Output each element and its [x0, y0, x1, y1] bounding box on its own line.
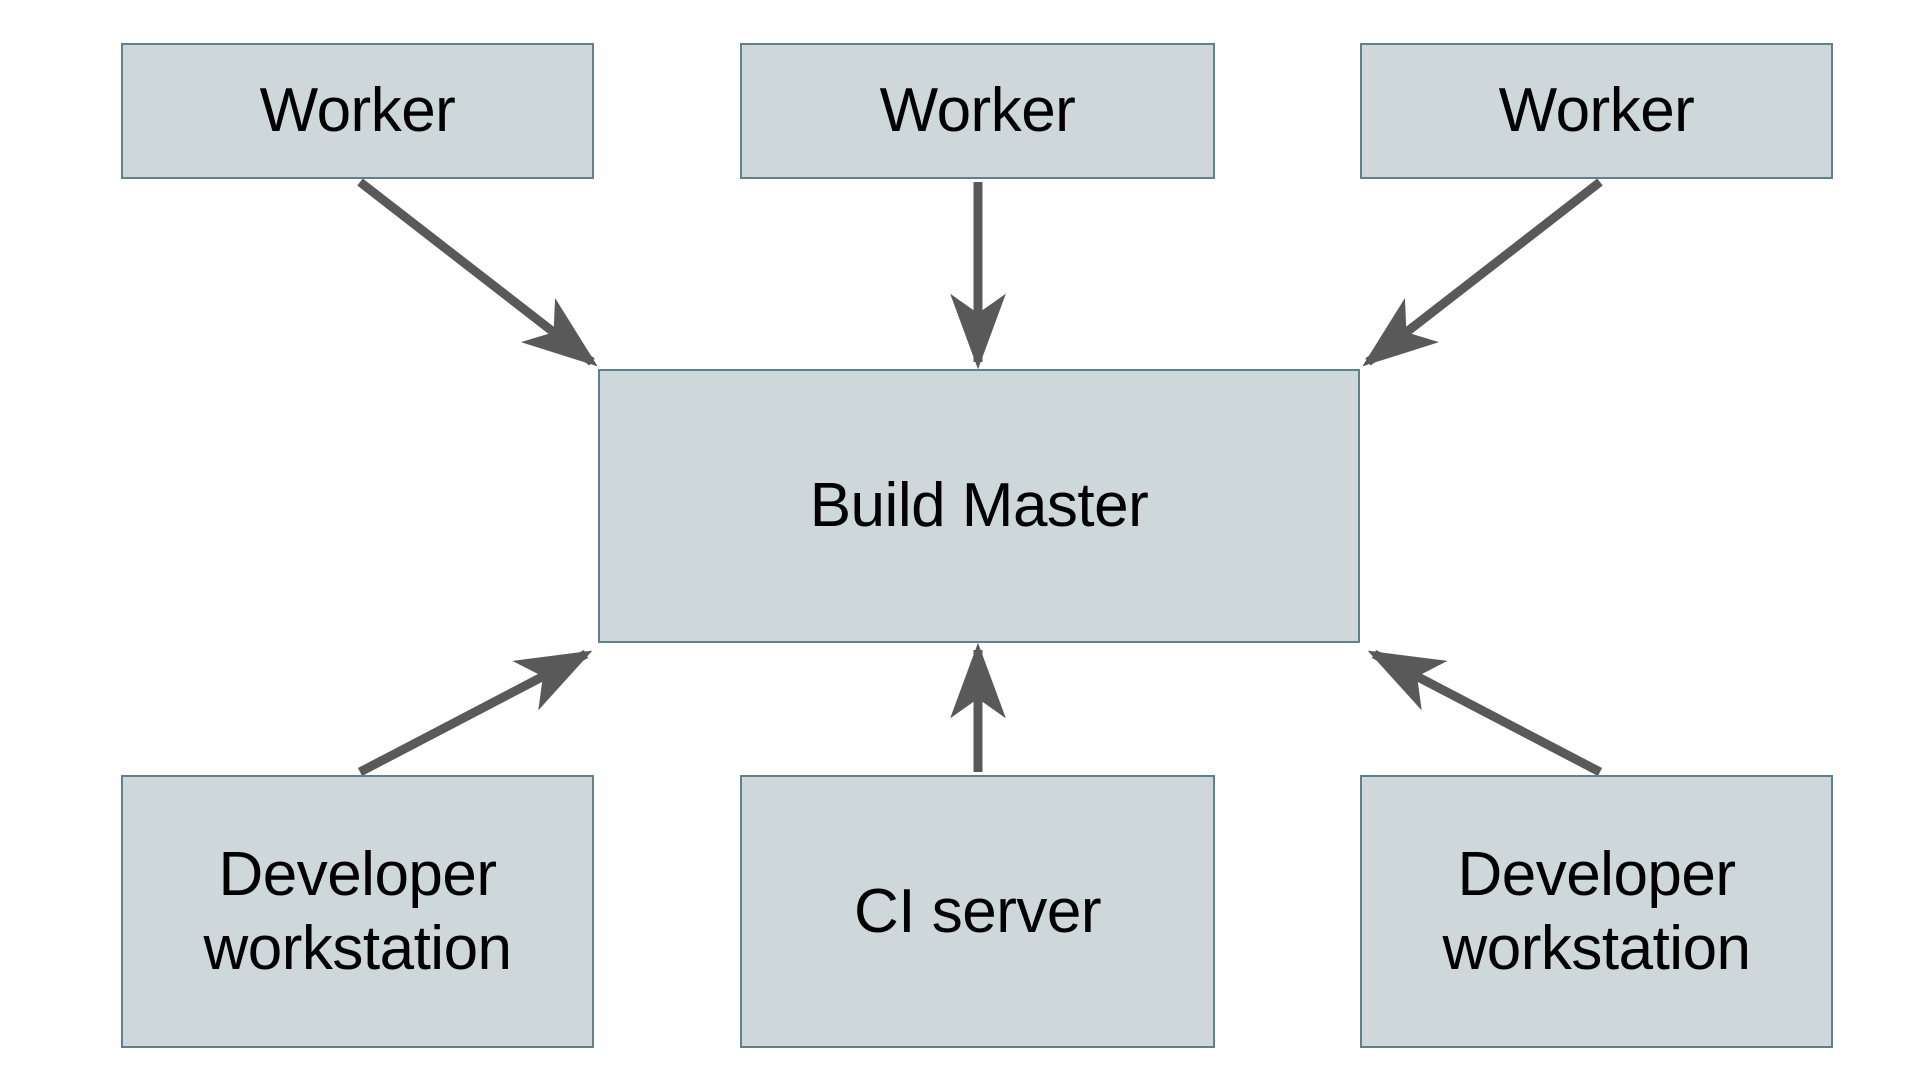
- node-worker-2[interactable]: Worker: [740, 43, 1215, 179]
- edge-worker-3-to-build-master: [1362, 178, 1603, 367]
- node-build-master-label: Build Master: [809, 471, 1149, 541]
- node-developer-workstation-left-label: Developer workstation: [203, 840, 512, 983]
- node-developer-workstation-right[interactable]: Developer workstation: [1360, 775, 1833, 1048]
- node-worker-1[interactable]: Worker: [121, 43, 594, 179]
- node-developer-workstation-right-label: Developer workstation: [1442, 840, 1751, 983]
- node-worker-1-label: Worker: [259, 76, 456, 146]
- edge-worker-1-to-build-master: [357, 178, 598, 367]
- node-build-master[interactable]: Build Master: [598, 369, 1360, 643]
- node-ci-server-label: CI server: [854, 876, 1101, 946]
- edge-dev-workstation-1-to-build-master: [357, 650, 593, 776]
- node-ci-server[interactable]: CI server: [740, 775, 1215, 1048]
- node-worker-3[interactable]: Worker: [1360, 43, 1833, 179]
- node-developer-workstation-left[interactable]: Developer workstation: [121, 775, 594, 1048]
- node-worker-3-label: Worker: [1498, 76, 1695, 146]
- node-worker-2-label: Worker: [879, 76, 1076, 146]
- edge-dev-workstation-2-to-build-master: [1367, 650, 1603, 776]
